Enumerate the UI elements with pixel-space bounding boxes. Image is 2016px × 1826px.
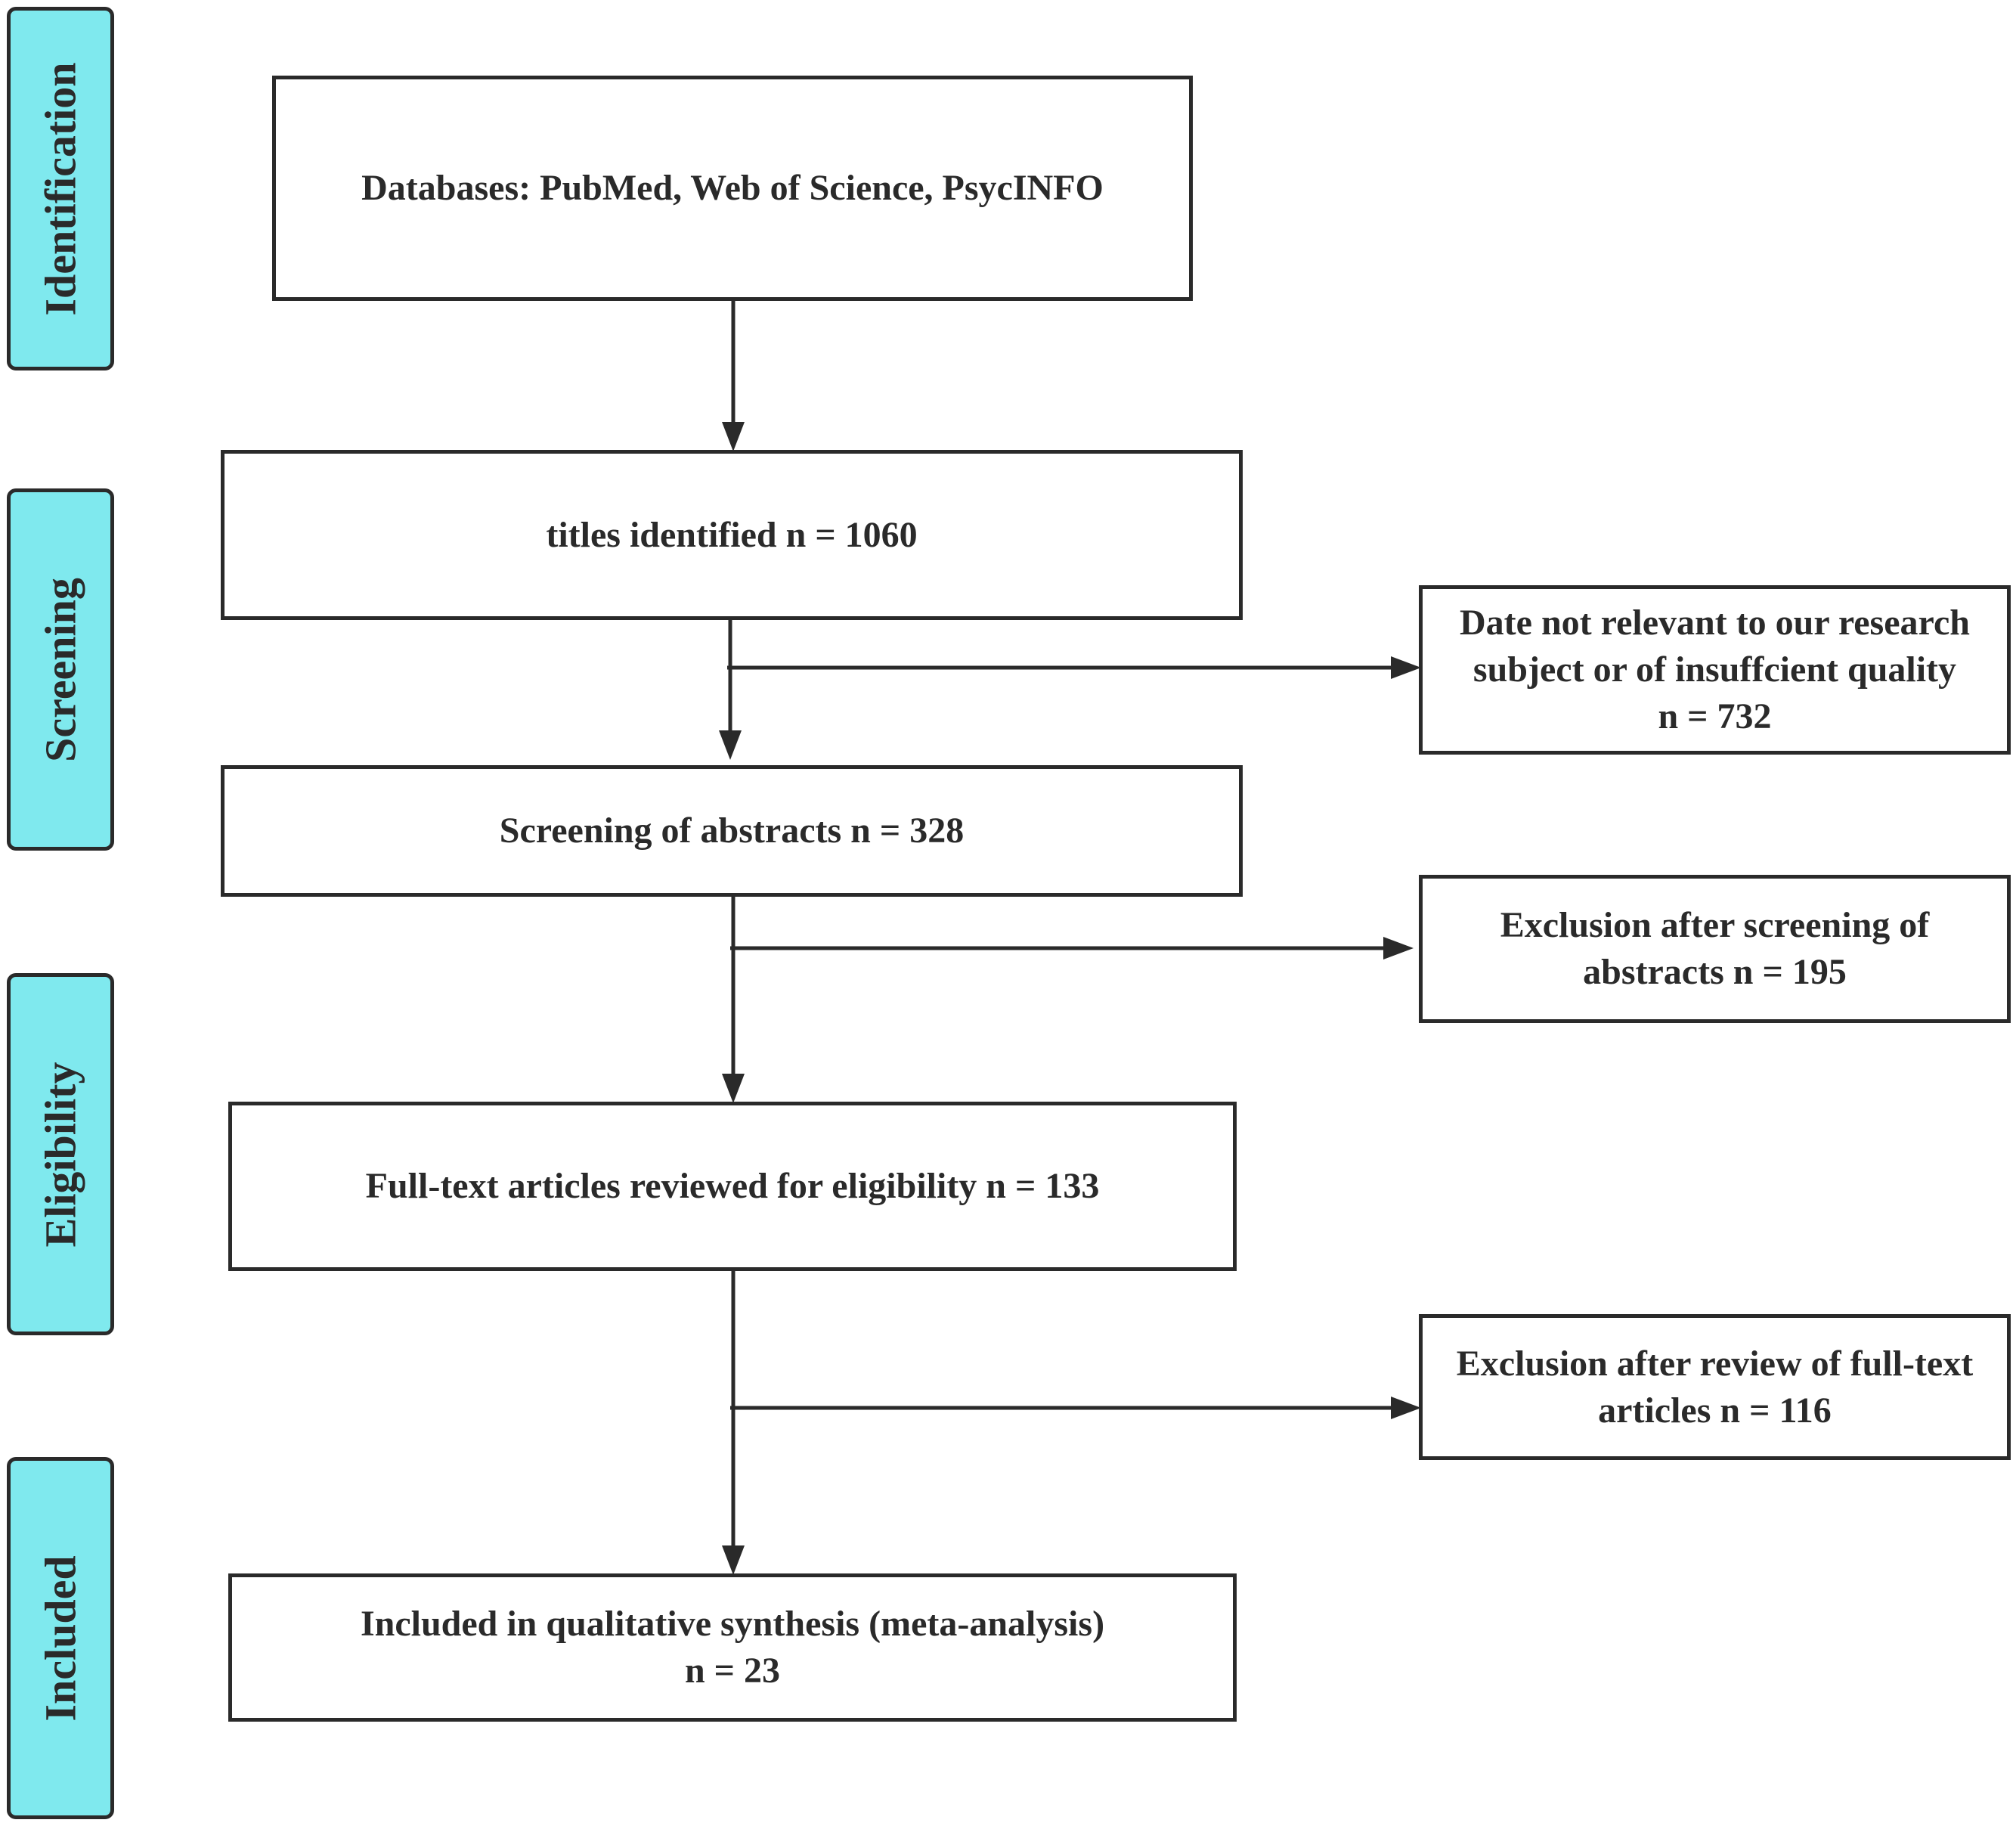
arrowhead [1391, 656, 1421, 679]
box-exclusion-not-relevant: Date not relevant to our research subjec… [1419, 585, 2011, 755]
exclusion-not-relevant-line-1: Date not relevant to our research [1460, 603, 1970, 643]
exclusion-abstracts-line-2: abstracts n = 195 [1583, 952, 1847, 992]
stage-tab-eligibility: Eligibility [7, 973, 114, 1335]
box-databases: Databases: PubMed, Web of Science, PsycI… [272, 76, 1193, 301]
arrowhead [1383, 937, 1414, 960]
arrowhead [722, 1074, 745, 1103]
included-line-1: Included in qualitative synthesis (meta-… [360, 1604, 1105, 1644]
exclusion-fulltext-line-1: Exclusion after review of full-text [1456, 1343, 1974, 1384]
exclusion-abstracts-text: Exclusion after screening of abstracts n… [1500, 902, 1930, 996]
box-screening-abstracts: Screening of abstracts n = 328 [221, 765, 1243, 897]
box-fulltext-eligibility: Full-text articles reviewed for eligibil… [228, 1102, 1237, 1271]
arrowhead [1391, 1397, 1421, 1419]
box-titles-identified: titles identified n = 1060 [221, 450, 1243, 620]
abstracts-text: Screening of abstracts n = 328 [499, 811, 965, 851]
included-text: Included in qualitative synthesis (meta-… [361, 1601, 1104, 1694]
arrowhead [719, 730, 742, 760]
arrowhead [722, 1545, 745, 1575]
titles-text: titles identified n = 1060 [546, 514, 918, 555]
stage-tab-included: Included [7, 1457, 114, 1819]
exclusion-abstracts-line-1: Exclusion after screening of [1500, 905, 1930, 945]
box-exclusion-abstracts: Exclusion after screening of abstracts n… [1419, 875, 2011, 1023]
databases-text: Databases: PubMed, Web of Science, PsycI… [361, 168, 1104, 208]
exclusion-not-relevant-text: Date not relevant to our research subjec… [1460, 600, 1970, 740]
exclusion-not-relevant-line-2: subject or of insuffcient quality [1473, 649, 1957, 690]
box-exclusion-fulltext: Exclusion after review of full-text arti… [1419, 1314, 2011, 1460]
box-included: Included in qualitative synthesis (meta-… [228, 1573, 1237, 1722]
stage-tab-screening: Screening [7, 488, 114, 851]
arrowhead [722, 422, 745, 451]
exclusion-fulltext-text: Exclusion after review of full-text arti… [1457, 1341, 1973, 1434]
included-line-2: n = 23 [684, 1651, 781, 1691]
exclusion-not-relevant-line-3: n = 732 [1658, 696, 1772, 736]
exclusion-fulltext-line-2: articles n = 116 [1598, 1390, 1832, 1431]
stage-tab-identification: Identification [7, 7, 114, 370]
fulltext-text: Full-text articles reviewed for eligibil… [365, 1166, 1100, 1206]
